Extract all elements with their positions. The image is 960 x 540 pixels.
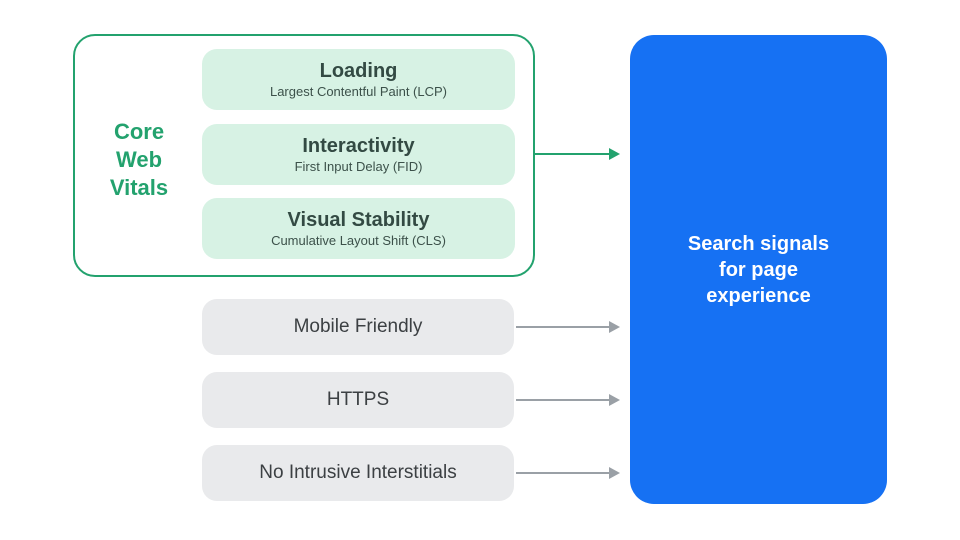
signal-label: Mobile Friendly xyxy=(293,316,423,337)
arrow-right-icon xyxy=(609,148,620,160)
arrow-shaft xyxy=(516,472,611,474)
core-web-vitals-label: Core Web Vitals xyxy=(83,118,195,202)
core-web-vitals-label-line: Vitals xyxy=(109,175,169,200)
arrow-core-web-vitals xyxy=(535,147,620,161)
signal-pill-no-intrusive-interstitials: No Intrusive Interstitials xyxy=(202,445,514,501)
arrow-shaft xyxy=(516,399,611,401)
search-signals-line: experience xyxy=(706,284,811,307)
arrow-https xyxy=(516,393,620,407)
vital-title: Visual Stability xyxy=(287,209,430,231)
signal-pill-mobile-friendly: Mobile Friendly xyxy=(202,299,514,355)
vital-card-interactivity: Interactivity First Input Delay (FID) xyxy=(202,124,515,185)
core-web-vitals-label-line: Web xyxy=(115,147,163,172)
signal-pill-https: HTTPS xyxy=(202,372,514,428)
core-web-vitals-label-line: Core xyxy=(113,119,165,144)
search-signals-line: Search signals xyxy=(687,232,830,255)
vital-card-visual-stability: Visual Stability Cumulative Layout Shift… xyxy=(202,198,515,259)
signal-label: HTTPS xyxy=(326,389,390,410)
vital-title: Interactivity xyxy=(302,135,415,157)
vital-subtitle: Largest Contentful Paint (LCP) xyxy=(269,84,448,99)
arrow-no-intrusive-interstitials xyxy=(516,466,620,480)
arrow-shaft xyxy=(516,326,611,328)
signal-label: No Intrusive Interstitials xyxy=(259,462,457,483)
arrow-right-icon xyxy=(609,321,620,333)
arrow-right-icon xyxy=(609,467,620,479)
vital-subtitle: Cumulative Layout Shift (CLS) xyxy=(271,233,446,248)
search-signals-text: Search signals for page experience xyxy=(688,231,829,309)
arrow-right-icon xyxy=(609,394,620,406)
vital-title: Loading xyxy=(319,60,398,82)
vital-card-loading: Loading Largest Contentful Paint (LCP) xyxy=(202,49,515,110)
arrow-mobile-friendly xyxy=(516,320,620,334)
arrow-shaft xyxy=(535,153,611,155)
vital-subtitle: First Input Delay (FID) xyxy=(294,159,423,174)
search-signals-panel: Search signals for page experience xyxy=(630,35,887,504)
search-signals-line: for page xyxy=(719,258,798,281)
